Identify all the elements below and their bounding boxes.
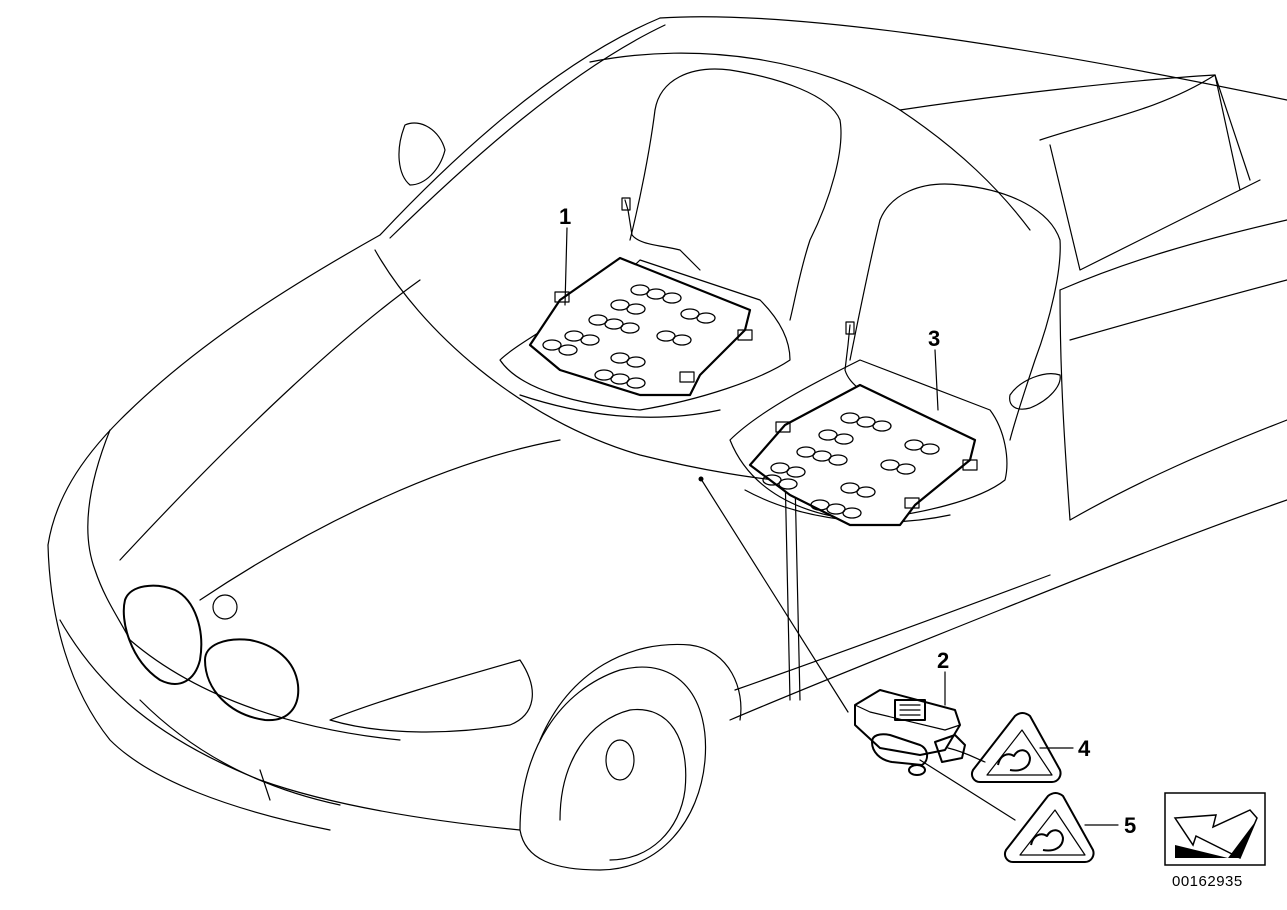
callout-2: 2 (937, 648, 949, 673)
warning-label-icon (1003, 792, 1095, 863)
callout-5: 5 (1124, 813, 1136, 838)
warning-label-icon (970, 712, 1062, 783)
control-module-icon (854, 689, 966, 776)
mat-cells-3 (762, 412, 940, 519)
car-outline (47, 16, 1287, 871)
callout-4: 4 (1078, 736, 1091, 761)
navigation-arrow-icon[interactable] (1164, 792, 1266, 866)
front-seat-passenger (729, 183, 1061, 523)
seat-mat-icon (748, 321, 978, 527)
callout-3: 3 (928, 326, 940, 351)
callout-1: 1 (559, 204, 571, 229)
seat-mat-icon (528, 197, 753, 397)
document-number: 00162935 (1172, 873, 1243, 890)
mat-cells-1 (542, 284, 716, 389)
